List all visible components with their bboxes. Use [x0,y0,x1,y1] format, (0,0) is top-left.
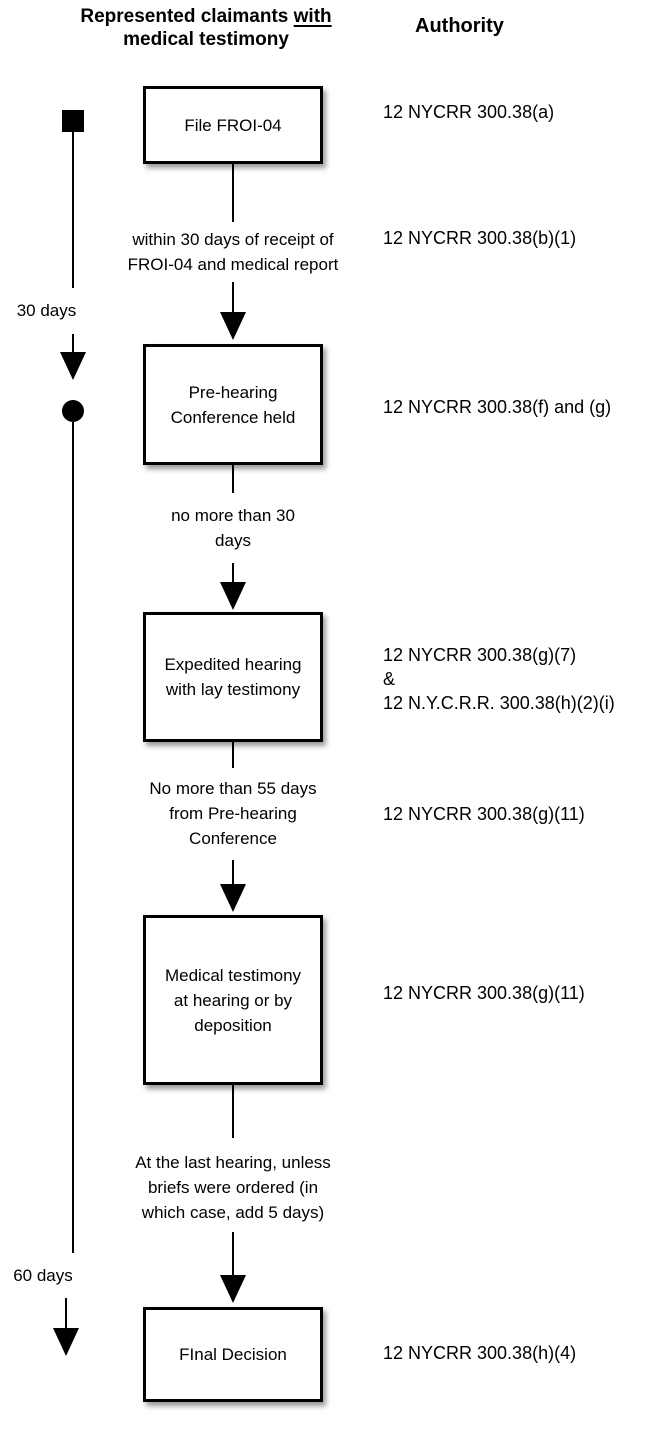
step-box-label: Medical testimony at hearing or by depos… [164,965,302,1035]
authority-citation-5: 12 NYCRR 300.38(g)(11) [383,804,585,824]
timeline-start-square-icon [62,110,84,132]
timeline-down-arrow-icon-2 [53,1328,79,1356]
authority-column-title: Authority [415,15,504,37]
authority-citation-1: 12 NYCRR 300.38(a) [383,102,555,122]
step-box-label: File FROI-04 [184,115,282,135]
left-column-title-line2: medical testimony [123,29,289,50]
connector-line-1 [232,164,234,222]
step-box-pre-hearing-conference: Pre-hearing Conference held [143,344,323,465]
connector-arrow-shaft-3 [232,860,234,886]
connector-label-1: within 30 days of receipt of FROI-04 and… [127,230,339,274]
left-column-title-text: Represented claimants [80,6,294,27]
timeline-down-arrow-icon-1 [60,352,86,380]
timeline-interval-30-days-label: 30 days [16,301,77,320]
timeline-interval-60-days-label: 60 days [13,1266,73,1285]
connector-line-4 [232,1085,234,1138]
flow-down-arrow-icon-4 [220,1275,246,1303]
authority-citation-6: 12 NYCRR 300.38(g)(11) [383,983,585,1003]
flow-down-arrow-icon-3 [220,884,246,912]
connector-arrow-shaft-2 [232,563,234,584]
step-box-file-froi-04: File FROI-04 [143,86,323,164]
step-box-label: FInal Decision [179,1345,287,1364]
connector-line-2 [232,465,234,493]
connector-label-2: no more than 30 days [171,506,295,550]
left-column-title: Represented claimants with medical testi… [46,5,366,51]
flow-down-arrow-icon-1 [220,312,246,340]
connector-label-4: At the last hearing, unless briefs were … [135,1153,331,1222]
connector-arrow-shaft-4 [232,1232,234,1277]
timeline-arrow-shaft-1 [72,334,74,354]
step-box-label: Pre-hearing Conference held [170,382,296,427]
left-column-title-underlined-word: with [293,6,332,27]
connector-label-3: No more than 55 days from Pre-hearing Co… [149,779,317,848]
timeline-line-segment-1 [72,132,74,288]
connector-line-3 [232,742,234,768]
connector-arrow-shaft-1 [232,282,234,312]
authority-citation-4: 12 NYCRR 300.38(g)(7) & 12 N.Y.C.R.R. 30… [383,645,615,713]
timeline-milestone-circle-icon [62,400,84,422]
step-box-final-decision: FInal Decision [143,1307,323,1402]
authority-citation-3: 12 NYCRR 300.38(f) and (g) [383,397,612,417]
step-box-label: Expedited hearing with lay testimony [164,655,302,699]
authority-citation-7: 12 NYCRR 300.38(h)(4) [383,1343,577,1363]
flow-down-arrow-icon-2 [220,582,246,610]
step-box-medical-testimony: Medical testimony at hearing or by depos… [143,915,323,1085]
step-box-expedited-hearing: Expedited hearing with lay testimony [143,612,323,742]
timeline-arrow-shaft-2 [65,1298,67,1330]
authority-citation-2: 12 NYCRR 300.38(b)(1) [383,228,577,248]
timeline-line-segment-2 [72,422,74,1253]
